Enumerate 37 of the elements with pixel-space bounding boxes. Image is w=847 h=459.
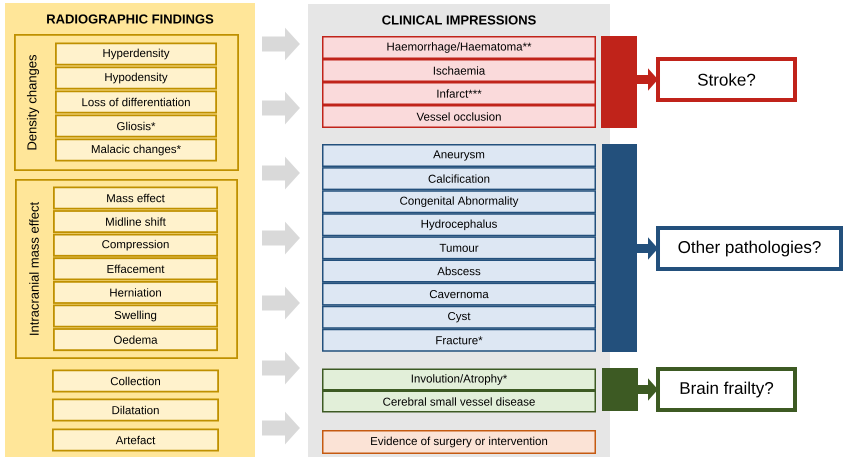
finding-box: Cyst [322, 306, 596, 329]
finding-box: Hyperdensity [55, 42, 217, 66]
finding-box: Collection [52, 370, 219, 392]
finding-box: Cerebral small vessel disease [322, 390, 596, 412]
finding-box: Midline shift [53, 210, 218, 234]
finding-box: Compression [53, 234, 218, 257]
outcome-box: Other pathologies? [656, 226, 843, 271]
finding-box: Gliosis* [55, 114, 217, 138]
finding-box: Swelling [53, 304, 218, 328]
finding-box: Hypodensity [55, 66, 217, 90]
finding-box: Malacic changes* [55, 138, 217, 162]
finding-box: Vessel occlusion [322, 105, 596, 128]
finding-box: Aneurysm [322, 144, 596, 167]
finding-box: Effacement [53, 257, 218, 280]
finding-box: Dilatation [52, 398, 219, 422]
finding-box: Fracture* [322, 328, 596, 352]
finding-box: Evidence of surgery or intervention [322, 430, 596, 454]
bar [602, 144, 637, 352]
finding-box: Calcification [322, 167, 596, 190]
finding-box: Congenital Abnormality [322, 190, 596, 214]
bar [602, 368, 638, 411]
finding-box: Involution/Atrophy* [322, 368, 596, 390]
finding-box: Infarct*** [322, 82, 596, 105]
finding-box: Tumour [322, 236, 596, 260]
finding-box: Oedema [53, 328, 218, 352]
bar [601, 36, 637, 128]
finding-box: Cavernoma [322, 282, 596, 306]
finding-box: Artefact [52, 428, 219, 452]
finding-box: Mass effect [53, 186, 218, 210]
finding-box: Haemorrhage/Haematoma** [322, 36, 596, 59]
finding-box: Hydrocephalus [322, 213, 596, 236]
outcome-box: Stroke? [656, 57, 797, 102]
finding-box: Loss of differentiation [55, 90, 217, 114]
finding-box: Abscess [322, 260, 596, 282]
outcome-box: Brain frailty? [656, 367, 797, 412]
finding-box: Ischaemia [322, 59, 596, 82]
finding-box: Herniation [53, 280, 218, 304]
